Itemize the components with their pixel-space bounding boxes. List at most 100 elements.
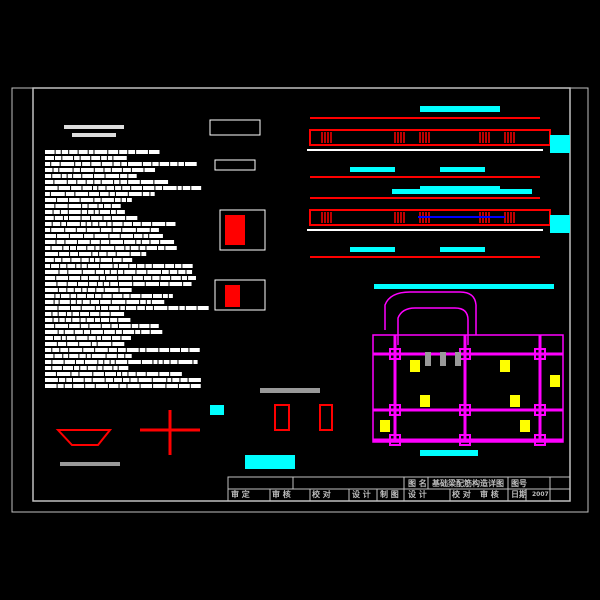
- note-text-glyph: [118, 276, 132, 280]
- note-text-glyph: [54, 258, 62, 262]
- small-section: [274, 404, 290, 431]
- note-text-glyph: [53, 336, 61, 340]
- note-text-glyph: [106, 354, 117, 358]
- note-text-glyph: [70, 252, 79, 256]
- plan-detail: [425, 352, 431, 366]
- note-text-glyph: [143, 234, 149, 238]
- note-text-glyph: [52, 366, 62, 370]
- note-text-glyph: [45, 210, 53, 214]
- note-text-glyph: [120, 174, 128, 178]
- note-text-glyph: [66, 378, 72, 382]
- note-text-glyph: [91, 354, 106, 358]
- section-detail: [219, 209, 266, 251]
- note-text-glyph: [110, 360, 115, 364]
- note-text-glyph: [82, 300, 90, 304]
- note-text-glyph: [113, 156, 127, 160]
- note-text-glyph: [45, 264, 51, 268]
- annotation-text: [550, 215, 570, 233]
- note-text-glyph: [92, 378, 105, 382]
- note-text-glyph: [136, 240, 141, 244]
- note-text-glyph: [45, 300, 54, 304]
- note-text-glyph: [155, 186, 163, 190]
- note-text-glyph: [144, 168, 156, 172]
- note-text-glyph: [54, 156, 62, 160]
- note-text-glyph: [128, 192, 142, 196]
- note-text-glyph: [50, 192, 65, 196]
- note-text-glyph: [123, 222, 132, 226]
- note-text-glyph: [81, 276, 88, 280]
- note-text-glyph: [161, 270, 169, 274]
- note-text-glyph: [141, 252, 147, 256]
- note-text-glyph: [141, 360, 153, 364]
- note-text-glyph: [58, 378, 66, 382]
- note-text-glyph: [166, 384, 178, 388]
- note-text-glyph: [95, 294, 102, 298]
- note-text-glyph: [140, 384, 153, 388]
- note-text-glyph: [182, 186, 191, 190]
- title-cell: 审 核: [480, 490, 499, 499]
- note-text-glyph: [118, 366, 129, 370]
- note-text-glyph: [94, 150, 108, 154]
- note-text-glyph: [62, 258, 71, 262]
- note-text-glyph: [57, 342, 67, 346]
- note-text-glyph: [140, 300, 146, 304]
- note-text-glyph: [126, 300, 140, 304]
- note-text-glyph: [58, 186, 71, 190]
- note-text-glyph: [45, 150, 55, 154]
- note-text-glyph: [94, 198, 101, 202]
- note-text-glyph: [69, 216, 81, 220]
- note-text-glyph: [139, 324, 150, 328]
- note-text-glyph: [150, 324, 159, 328]
- note-text-glyph: [147, 270, 161, 274]
- note-text-glyph: [45, 234, 57, 238]
- note-text-glyph: [88, 204, 98, 208]
- note-text-glyph: [52, 174, 61, 178]
- note-text-glyph: [63, 246, 69, 250]
- section-caption: [374, 284, 554, 289]
- note-text-glyph: [45, 246, 51, 250]
- note-text-glyph: [142, 192, 150, 196]
- note-text-glyph: [166, 222, 176, 226]
- title-cell: 校 对: [312, 490, 331, 499]
- note-text-glyph: [51, 264, 60, 268]
- note-text-glyph: [110, 312, 125, 316]
- note-text-glyph: [183, 282, 192, 286]
- note-text-glyph: [122, 186, 131, 190]
- note-text-glyph: [122, 330, 135, 334]
- note-text-glyph: [67, 264, 76, 268]
- note-text-glyph: [79, 354, 86, 358]
- note-text-glyph: [96, 288, 104, 292]
- title-cell: 设 计: [352, 490, 371, 499]
- note-text-glyph: [79, 252, 92, 256]
- note-text-glyph: [81, 216, 91, 220]
- note-text-glyph: [100, 318, 110, 322]
- plan-arch-inner: [397, 307, 469, 345]
- note-text-glyph: [58, 312, 66, 316]
- note-text-glyph: [159, 162, 170, 166]
- note-text-glyph: [45, 228, 51, 232]
- note-text-glyph: [45, 336, 53, 340]
- note-text-glyph: [130, 252, 141, 256]
- note-text-glyph: [104, 204, 111, 208]
- note-text-glyph: [107, 222, 112, 226]
- note-text-glyph: [179, 306, 185, 310]
- note-text-glyph: [66, 312, 72, 316]
- note-text-glyph: [115, 186, 122, 190]
- note-text-glyph: [125, 246, 130, 250]
- note-text-glyph: [89, 258, 95, 262]
- note-text-glyph: [80, 222, 86, 226]
- note-text-glyph: [104, 372, 116, 376]
- note-text-glyph: [55, 294, 60, 298]
- note-text-glyph: [95, 246, 100, 250]
- note-text-glyph: [98, 360, 104, 364]
- note-text-glyph: [95, 384, 108, 388]
- note-text-glyph: [177, 186, 182, 190]
- note-text-glyph: [45, 222, 52, 226]
- note-text-glyph: [65, 318, 72, 322]
- note-text-glyph: [159, 282, 169, 286]
- note-text-glyph: [141, 222, 152, 226]
- note-text-glyph: [58, 288, 67, 292]
- note-text-glyph: [51, 228, 65, 232]
- note-text-glyph: [127, 384, 140, 388]
- note-text-glyph: [135, 330, 141, 334]
